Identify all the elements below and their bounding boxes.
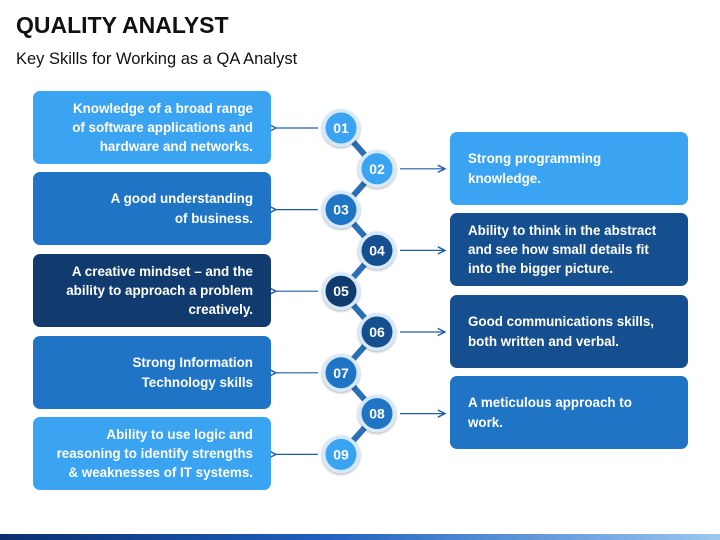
chain-link bbox=[338, 126, 380, 171]
skill-text-line: & weaknesses of IT systems. bbox=[68, 465, 253, 481]
skill-text-line: Strong Information bbox=[132, 355, 253, 371]
skill-text-line: A meticulous approach to bbox=[468, 395, 632, 411]
skill-text-line: A creative mindset – and the bbox=[71, 263, 253, 279]
skill-text-line: Ability to use logic and bbox=[106, 426, 253, 442]
skill-box-02: Strong programming knowledge. bbox=[450, 132, 688, 205]
step-circle-07: 07 bbox=[322, 353, 360, 392]
chain-link bbox=[338, 370, 380, 416]
chain-link bbox=[338, 330, 380, 375]
step-circle-04: 04 bbox=[358, 231, 396, 270]
step-number-label: 05 bbox=[333, 283, 349, 299]
page-subtitle: Key Skills for Working as a QA Analyst bbox=[16, 50, 298, 68]
step-circle-06: 06 bbox=[358, 313, 396, 351]
step-number-label: 09 bbox=[333, 446, 349, 462]
step-number-label: 02 bbox=[369, 161, 385, 177]
skill-text-line: hardware and networks. bbox=[99, 139, 253, 155]
chain-link bbox=[338, 248, 380, 294]
skill-text-line: knowledge. bbox=[468, 170, 541, 186]
step-circle-05: 05 bbox=[322, 272, 360, 311]
skill-text-line: Good communications skills, bbox=[468, 314, 655, 330]
footer-gradient-bar bbox=[0, 534, 720, 540]
step-circle-09: 09 bbox=[322, 435, 360, 474]
step-number-label: 03 bbox=[333, 202, 349, 218]
skill-text-line: Technology skills bbox=[141, 374, 253, 390]
page-title: QUALITY ANALYST bbox=[16, 12, 229, 38]
skill-text-line: both written and verbal. bbox=[468, 333, 620, 349]
step-number-label: 06 bbox=[369, 324, 385, 340]
chain-link bbox=[338, 166, 380, 212]
chain-link bbox=[338, 411, 380, 457]
skill-box-05: A creative mindset – and the ability to a… bbox=[33, 254, 271, 327]
step-circle-03: 03 bbox=[322, 190, 360, 229]
skill-text-line: reasoning to identify strengths bbox=[56, 445, 253, 461]
skill-box-01: Knowledge of a broad range of software ap… bbox=[33, 91, 271, 164]
chain-link bbox=[338, 289, 380, 334]
step-circle-01: 01 bbox=[322, 109, 360, 147]
skill-box-08: A meticulous approach to work. bbox=[450, 376, 688, 449]
skill-box-06: Good communications skills, both written … bbox=[450, 295, 688, 368]
step-circle-08: 08 bbox=[358, 394, 396, 433]
skill-text-line: of software applications and bbox=[72, 119, 253, 135]
skill-box-04: Ability to think in the abstract and see … bbox=[450, 213, 688, 286]
skill-text-line: Knowledge of a broad range bbox=[72, 100, 253, 116]
chain-link bbox=[338, 207, 380, 253]
skill-text-line: into the bigger picture. bbox=[468, 261, 614, 277]
skill-text-line: A good understanding bbox=[110, 191, 253, 207]
skill-text-line: and see how small details fit bbox=[468, 241, 649, 257]
skill-box-09: Ability to use logic and reasoning to ide… bbox=[33, 417, 271, 490]
step-number-label: 08 bbox=[369, 406, 385, 422]
step-number-label: 07 bbox=[333, 365, 349, 381]
skill-text-line: ability to approach a problem bbox=[66, 282, 253, 298]
step-number-label: 01 bbox=[333, 120, 349, 136]
skill-text-line: of business. bbox=[174, 210, 253, 226]
skill-text-line: Strong programming bbox=[468, 151, 602, 167]
step-circle-02: 02 bbox=[358, 149, 396, 188]
step-number-label: 04 bbox=[369, 242, 385, 258]
skill-text-line: Ability to think in the abstract bbox=[468, 222, 657, 238]
skill-text-line: creatively. bbox=[188, 302, 253, 318]
skill-box-03: A good understanding of business. bbox=[33, 172, 271, 245]
skill-text-line: work. bbox=[468, 414, 503, 430]
